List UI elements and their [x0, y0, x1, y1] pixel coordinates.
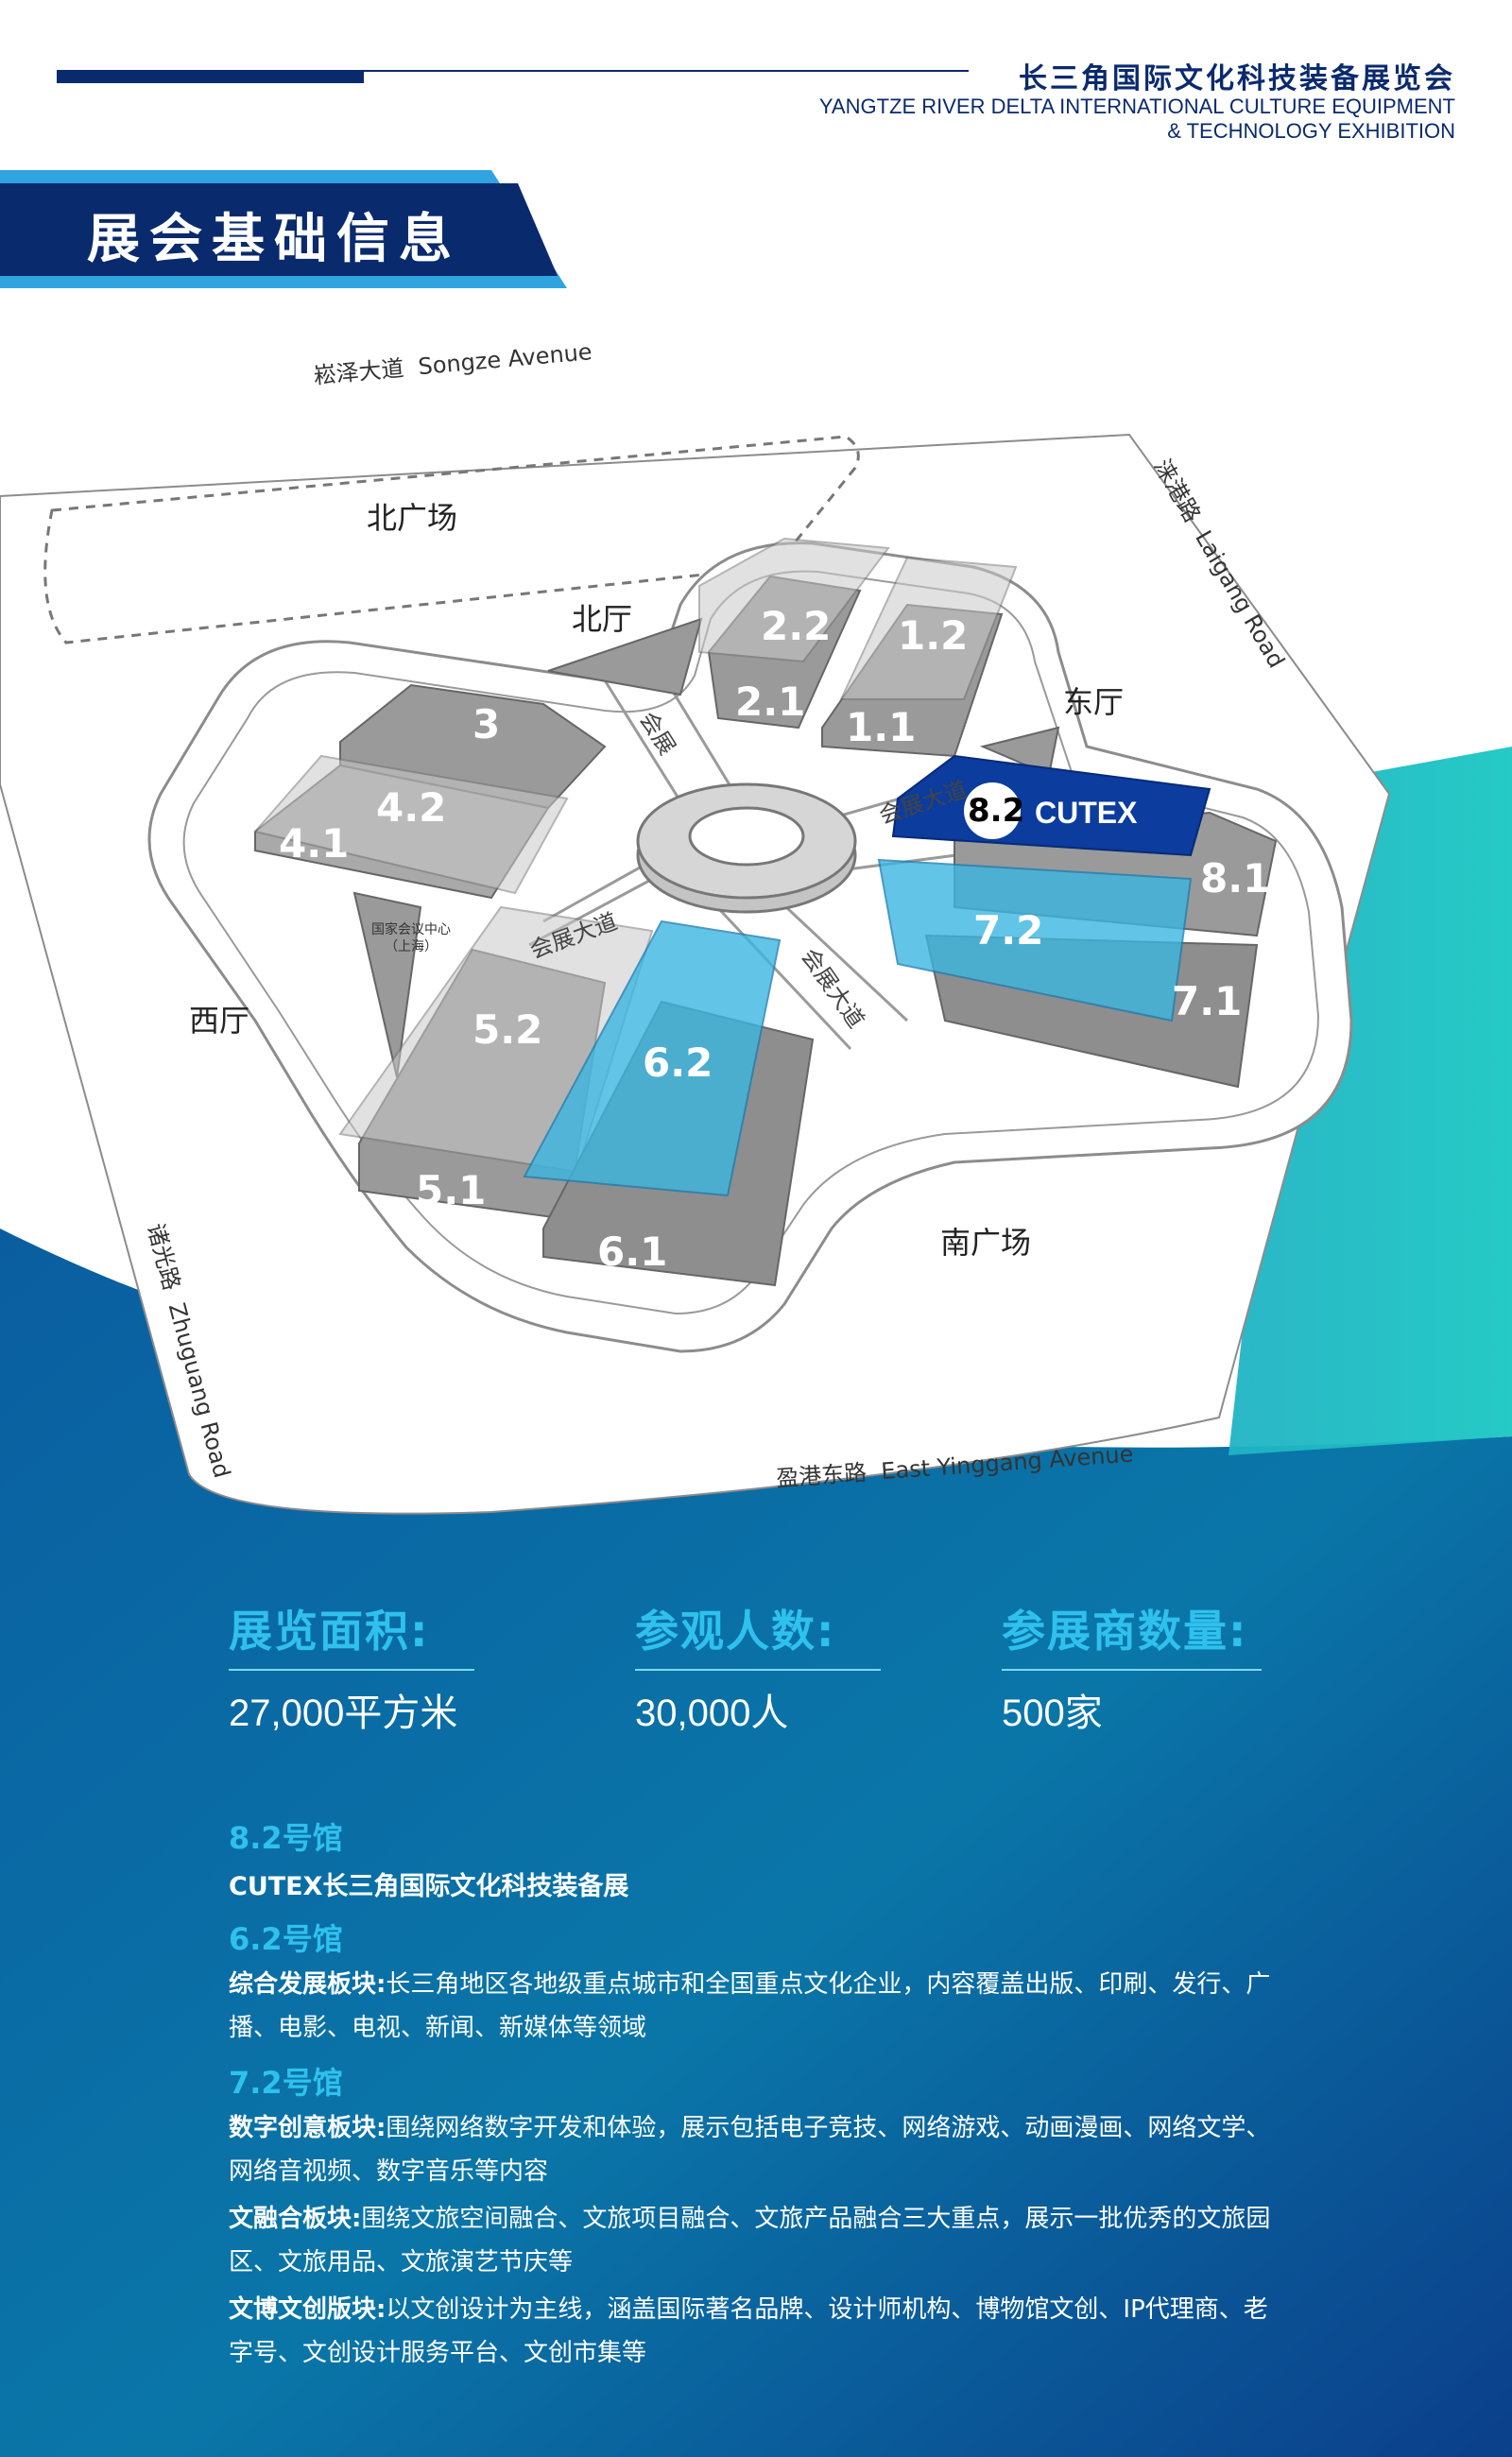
hall-7-2-title: 7.2号馆 [229, 2065, 343, 2101]
area-label-east-hall: 东厅 [1063, 684, 1125, 720]
header-title-en-line2: & TECHNOLOGY EXHIBITION [1167, 119, 1455, 143]
block-label: 数字创意板块: [229, 2114, 387, 2142]
halls-info: 8.2号馆 CUTEX长三角国际文化科技装备展 6.2号馆 综合发展板块:长三角… [229, 1803, 1278, 2375]
block-text: 围绕网络数字开发和体验，展示包括电子竞技、网络游戏、动画漫画、网络文学、网络音视… [229, 2114, 1271, 2186]
block-label: 文博文创版块: [229, 2295, 387, 2324]
area-label-north-hall: 北厅 [572, 601, 633, 637]
stat-value: 30,000人 [635, 1692, 789, 1734]
block-text: 围绕文旅空间融合、文旅项目融合、文旅产品融合三大重点，展示一批优秀的文旅园区、文… [229, 2205, 1271, 2277]
hall-label-6-2: 6.2 [643, 1040, 713, 1086]
hall-8-2-text: CUTEX长三角国际文化科技装备展 [229, 1872, 629, 1901]
block-label: 综合发展板块: [229, 1970, 387, 1999]
stat-value: 27,000平方米 [229, 1692, 458, 1734]
block-text: 长三角地区各地级重点城市和全国重点文化企业，内容覆盖出版、印刷、发行、广播、电影… [229, 1970, 1271, 2042]
hall-7-2-block-2: 文融合板块:围绕文旅空间融合、文旅项目融合、文旅产品融合三大重点，展示一批优秀的… [229, 2197, 1278, 2284]
hall-label-8-2: 8.2 [968, 792, 1025, 830]
hall-label-3: 3 [472, 701, 501, 747]
area-label-north-plaza: 北广场 [367, 500, 458, 536]
hall-8-2-title: 8.2号馆 [229, 1820, 343, 1856]
header-title-en-line1: YANGTZE RIVER DELTA INTERNATIONAL CULTUR… [818, 94, 1455, 118]
stat-value: 500家 [1002, 1692, 1103, 1734]
hall-label-5-1: 5.1 [416, 1167, 487, 1213]
stat-label: 展览面积: [229, 1606, 430, 1657]
block-label: 文融合板块: [229, 2205, 362, 2233]
hall-label-6-1: 6.1 [597, 1228, 668, 1275]
stat-divider [635, 1669, 881, 1671]
stat-label: 参观人数: [635, 1606, 836, 1657]
stat-exhibition-area: 展览面积: 27,000平方米 [229, 1597, 474, 1737]
hall-label-1-1: 1.1 [846, 704, 917, 750]
stat-visitors: 参观人数: 30,000人 [635, 1597, 881, 1737]
hall-label-8-1: 8.1 [1200, 855, 1271, 902]
stat-divider [229, 1669, 474, 1671]
section-banner-title: 展会基础信息 [87, 209, 461, 270]
hall-label-4-1: 4.1 [279, 820, 350, 867]
hall-label-2-2: 2.2 [761, 603, 832, 649]
area-label-ncc: 国家会议中心 （上海） [371, 922, 451, 954]
block-text: 以文创设计为主线，涵盖国际著名品牌、设计师机构、博物馆文创、IP代理商、老字号、… [229, 2295, 1268, 2367]
stat-label: 参展商数量: [1002, 1606, 1248, 1657]
hall-label-5-2: 5.2 [472, 1006, 543, 1053]
header-title-cn: 长三角国际文化科技装备展览会 [1019, 62, 1455, 95]
hall-label-1-2: 1.2 [898, 612, 969, 659]
hall-label-7-1: 7.1 [1172, 978, 1243, 1024]
hall-6-2-title: 6.2号馆 [229, 1921, 343, 1957]
hall-label-7-2: 7.2 [973, 907, 1044, 954]
hall-label-cutex: CUTEX [1035, 796, 1138, 830]
hall-6-2-block-1: 综合发展板块:长三角地区各地级重点城市和全国重点文化企业，内容覆盖出版、印刷、发… [229, 1963, 1278, 2050]
hall-7-2-block-1: 数字创意板块:围绕网络数字开发和体验，展示包括电子竞技、网络游戏、动画漫画、网络… [229, 2106, 1278, 2193]
hall-label-2-1: 2.1 [735, 679, 806, 725]
hall-7-2-block-3: 文博文创版块:以文创设计为主线，涵盖国际著名品牌、设计师机构、博物馆文创、IP代… [229, 2288, 1278, 2375]
stat-divider [1002, 1669, 1262, 1671]
hall-label-4-2: 4.2 [376, 784, 447, 831]
header-title-en: YANGTZE RIVER DELTA INTERNATIONAL CULTUR… [819, 94, 1455, 144]
stat-exhibitors: 参展商数量: 500家 [1002, 1597, 1266, 1737]
area-label-west-hall: 西厅 [189, 1003, 250, 1039]
area-label-south-plaza: 南广场 [940, 1225, 1032, 1261]
